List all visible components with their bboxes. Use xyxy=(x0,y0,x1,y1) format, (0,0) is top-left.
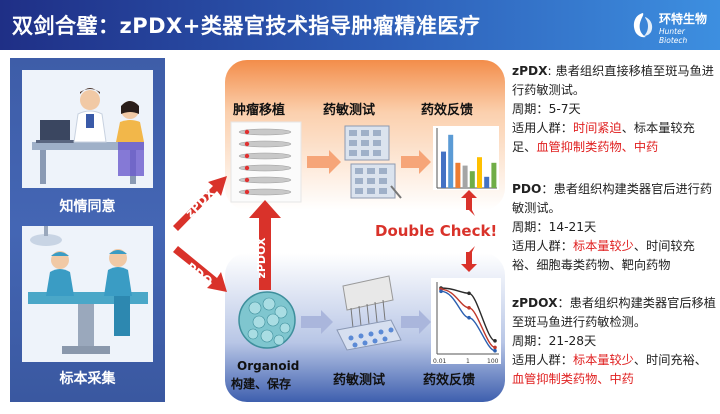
logo-en: Hunter Biotech xyxy=(659,27,688,45)
curve-1-point-2 xyxy=(467,291,471,296)
curve-2-point-2 xyxy=(467,306,471,310)
double-check-arrow-down xyxy=(461,246,477,272)
axis-tick-2: 1 xyxy=(466,358,470,365)
bar-4 xyxy=(462,165,468,188)
bar-2 xyxy=(448,134,454,188)
zpdox-description: zPDOX：患者组织构建类器官后移植至斑马鱼进行药敏检测。 周期：21-28天 … xyxy=(512,294,717,389)
drug-plate-bottom xyxy=(336,275,402,351)
curve-3-point-2 xyxy=(467,315,471,320)
stage2-top-title: 药敏测试 xyxy=(323,102,375,118)
bar-1 xyxy=(441,151,446,188)
double-check-label: Double Check! xyxy=(375,222,497,240)
flow-diagram: 肿瘤移植 药敏测试 药效反馈 xyxy=(165,58,505,402)
bar-chart xyxy=(433,126,499,190)
curve-3-point-1 xyxy=(439,289,443,294)
pdo-name: PDO xyxy=(512,182,542,196)
zpdx-description: zPDX: 患者组织直接移植至斑马鱼进行药敏测试。 周期：5-7天 适用人群：时… xyxy=(512,62,717,157)
header-bar: 双剑合璧：zPDX+类器官技术指导肿瘤精准医疗 环特生物 Hunter Biot… xyxy=(0,0,720,50)
pdo-period: 14-21天 xyxy=(548,220,597,234)
stage1-top-title: 肿瘤移植 xyxy=(233,102,285,118)
zpdx-arrow: zPDX xyxy=(173,176,227,231)
zpdox-period-label: 周期： xyxy=(512,334,549,348)
stage2-bottom-title: 药敏测试 xyxy=(333,372,385,388)
pdo-pop-label: 适用人群： xyxy=(512,239,573,253)
zpdox-name: zPDOX xyxy=(512,296,558,310)
zpdx-pop-mid: 、标本量较充足、 xyxy=(512,121,695,154)
stage3-bottom-title: 药效反馈 xyxy=(423,372,475,388)
consent-illustration xyxy=(22,70,153,188)
zpdox-pop-red1: 标本量较少 xyxy=(572,353,634,367)
curve-3-point-3 xyxy=(493,348,497,353)
zebrafish-image xyxy=(230,121,302,203)
sampling-label: 标本采集 xyxy=(59,371,116,387)
zpdx-period-label: 周期： xyxy=(512,102,549,116)
bar-6 xyxy=(477,157,482,188)
zpdx-desc: : 患者组织直接移植至斑马鱼进行药敏测试。 xyxy=(512,64,714,97)
bar-5 xyxy=(469,171,475,188)
axis-tick-3: 100 xyxy=(487,358,499,365)
zpdx-name: zPDX xyxy=(512,64,548,78)
consent-label: 知情同意 xyxy=(59,199,116,215)
zpdox-desc: ：患者组织构建类器官后移植至斑马鱼进行药敏检测。 xyxy=(512,296,716,329)
bar-3 xyxy=(455,162,461,188)
pdo-arrow: PDO xyxy=(173,246,227,292)
zpdox-arrow-label: zPDOX xyxy=(255,237,268,279)
curve-1-point-3 xyxy=(493,339,497,343)
zpdx-pop-label: 适用人群： xyxy=(512,121,573,135)
pdo-period-label: 周期： xyxy=(512,220,549,234)
arrow-top-2 xyxy=(401,150,431,174)
zpdx-pop-red2: 血管抑制类药物、中药 xyxy=(536,140,659,154)
pdo-description: PDO：患者组织构建类器官后进行药敏测试。 周期：14-21天 适用人群：标本量… xyxy=(512,180,717,275)
company-logo: 环特生物 Hunter Biotech xyxy=(630,8,710,45)
arrow-top-1 xyxy=(307,150,341,174)
logo-icon xyxy=(633,13,653,38)
pdo-pop-red1: 标本量较少 xyxy=(572,239,634,253)
organoid-image xyxy=(238,291,296,349)
zpdx-pop-red1: 时间紧迫 xyxy=(572,121,622,135)
zpdox-pop-red2: 血管抑制类药物、中药 xyxy=(512,372,634,386)
zpdox-pop-label: 适用人群： xyxy=(512,353,573,367)
zpdox-arrow: zPDOX xyxy=(249,200,281,290)
bar-7 xyxy=(484,176,490,188)
curve-2-point-3 xyxy=(493,345,497,350)
zpdox-pop-mid: 、时间充裕、 xyxy=(633,353,707,367)
double-check-arrow-up xyxy=(461,190,477,216)
arrow-bottom-1 xyxy=(301,310,333,334)
zpdox-period: 21-28天 xyxy=(548,334,597,348)
arrow-bottom-2 xyxy=(401,310,431,334)
bar-8 xyxy=(491,162,497,188)
page-title: 双剑合璧：zPDX+类器官技术指导肿瘤精准医疗 xyxy=(12,14,481,38)
stage3-top-title: 药效反馈 xyxy=(421,102,473,118)
dose-response-chart: 0.01 1 100 xyxy=(431,278,501,365)
drug-plates-top xyxy=(344,125,402,199)
pdo-arrow-label: PDO xyxy=(184,260,215,289)
left-panel: 知情同意 标本采集 xyxy=(10,58,165,402)
pdo-pop-mid: 、时间较充裕、细胞毒类药物、靶向药物 xyxy=(512,239,695,272)
zpdx-period: 5-7天 xyxy=(548,102,581,116)
logo-name: 环特生物 xyxy=(659,12,708,26)
pdo-desc: ：患者组织构建类器官后进行药敏测试。 xyxy=(512,182,713,215)
organoid-label-1: Organoid xyxy=(237,359,299,373)
axis-tick-1: 0.01 xyxy=(433,358,447,365)
sampling-illustration xyxy=(22,226,153,362)
organoid-label-2: 构建、保存 xyxy=(231,376,291,391)
description-column: zPDX: 患者组织直接移植至斑马鱼进行药敏测试。 周期：5-7天 适用人群：时… xyxy=(512,58,717,402)
